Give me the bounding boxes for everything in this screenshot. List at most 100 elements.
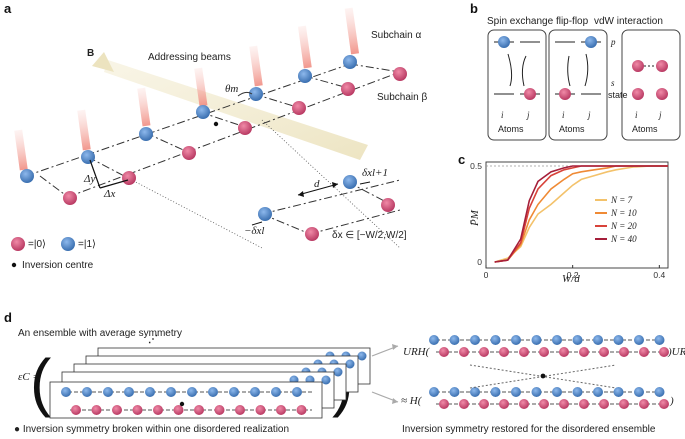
red-atom — [619, 399, 629, 409]
state-label: state — [608, 90, 628, 100]
inversion-centre-label: Inversion centre — [22, 260, 94, 271]
red-atom — [539, 399, 549, 409]
atoms-chain — [20, 55, 407, 205]
blue-atom — [187, 387, 197, 397]
y-tick-label: 0.5 — [470, 161, 482, 171]
blue-atom — [298, 69, 312, 83]
red-atom — [173, 405, 184, 415]
blue-atom — [470, 335, 480, 345]
dx-l1-label: δxl+1 — [362, 167, 388, 179]
blue-atom — [593, 387, 603, 397]
blue-atom — [271, 387, 281, 397]
blue-atom — [449, 335, 460, 345]
vdw-title: vdW interaction — [594, 16, 663, 27]
panel-c-letter: c — [458, 152, 465, 167]
blue-atom — [634, 387, 644, 397]
blue-atom — [249, 87, 263, 101]
blue-atom — [429, 387, 439, 397]
red-atom — [639, 347, 649, 357]
blue-atom — [429, 335, 439, 345]
d-title: An ensemble with average symmetry — [18, 328, 182, 339]
vdw-box — [621, 29, 681, 141]
left-paren: ( — [30, 346, 51, 418]
panel-d-letter: d — [4, 310, 12, 325]
delta-y-label: Δy — [83, 173, 95, 185]
x-tick-label: 0.2 — [567, 270, 579, 280]
blue-atom — [250, 387, 260, 397]
panel-d: d An ensemble with average symmetry εC =… — [4, 310, 685, 435]
blue-atom — [531, 387, 542, 397]
legend-label: N = 10 — [610, 208, 637, 218]
red-atom — [659, 399, 669, 409]
dx-range-label: δx ∈ [−W/2,W/2] — [332, 230, 407, 241]
p-label: p — [610, 37, 616, 47]
red-atom — [559, 347, 569, 357]
red-atom — [194, 405, 204, 415]
box1-atoms: Atoms — [498, 124, 524, 134]
vdw-atoms: Atoms — [632, 124, 658, 134]
box2-j: j — [587, 110, 591, 120]
red-atom — [479, 399, 489, 409]
y-tick-label: 0 — [477, 257, 482, 267]
red-atom — [579, 399, 589, 409]
legend-1: =|1⟩ — [78, 239, 96, 250]
caption-right: Inversion symmetry restored for the diso… — [402, 424, 656, 435]
red-atom — [439, 399, 449, 409]
close-paren: ) — [669, 395, 674, 407]
chart-lines — [494, 165, 668, 263]
blue-atom — [654, 387, 665, 397]
blue-atom — [531, 335, 542, 345]
blue-atom — [139, 127, 153, 141]
panel-a: a B Addressing beams Subchain α Subchain… — [4, 1, 427, 271]
blue-atom — [490, 387, 501, 397]
eps-label: εC = — [18, 371, 40, 383]
red-atom — [639, 399, 649, 409]
subchain-beta-label: Subchain β — [377, 92, 427, 103]
blue-atom — [470, 387, 480, 397]
blue-atom — [82, 387, 92, 397]
right-chains — [429, 335, 669, 409]
legend-label: N = 40 — [610, 234, 637, 244]
blue-atom — [166, 387, 176, 397]
legend-inversion-dot — [11, 262, 17, 268]
flip-box-1 — [487, 29, 547, 141]
blue-atom — [229, 387, 239, 397]
restored-inversion-dot — [540, 373, 546, 379]
blue-atom — [61, 387, 71, 397]
realization-stack — [49, 347, 371, 419]
legend-red-atom — [11, 237, 25, 251]
blue-atom — [572, 335, 583, 345]
red-atom — [292, 101, 306, 115]
red-atom — [341, 82, 355, 96]
addressing-beam — [92, 52, 368, 160]
red-atom — [214, 405, 225, 415]
red-atom — [599, 399, 609, 409]
box1-j: j — [526, 110, 530, 120]
red-atom — [91, 405, 102, 415]
blue-atom — [357, 351, 367, 361]
legend-label: N = 7 — [610, 195, 633, 205]
ur-h: URH( — [403, 346, 431, 358]
red-atom — [519, 347, 529, 357]
red-atom — [122, 171, 136, 185]
vdw-i: i — [635, 110, 638, 120]
blue-atom — [292, 387, 302, 397]
legend-blue-atom — [61, 237, 75, 251]
inversion-centre-dot — [213, 121, 219, 127]
red-atom — [71, 405, 81, 415]
blue-atom — [81, 150, 95, 164]
red-atom — [559, 399, 569, 409]
caption-left: ● Inversion symmetry broken within one d… — [14, 424, 289, 435]
addressing-beams-label: Addressing beams — [148, 52, 231, 63]
red-atom — [599, 347, 609, 357]
blue-atom — [490, 335, 501, 345]
red-atom — [439, 347, 449, 357]
red-atom — [182, 146, 196, 160]
panel-b-letter: b — [470, 1, 478, 16]
box2-atoms: Atoms — [559, 124, 585, 134]
blue-atom — [511, 335, 521, 345]
red-atom — [479, 347, 489, 357]
